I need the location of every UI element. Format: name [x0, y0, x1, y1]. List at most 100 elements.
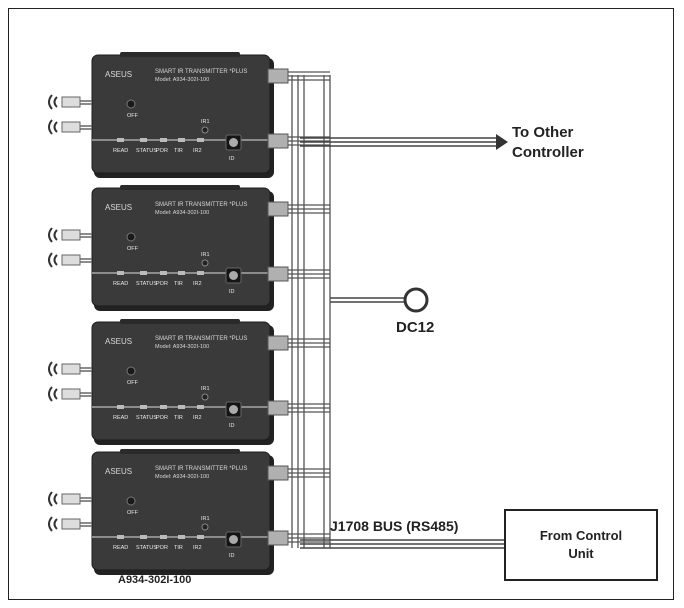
led-indicator	[197, 535, 204, 539]
led-indicator	[117, 271, 124, 275]
dc12-label: DC12	[396, 319, 434, 336]
to-other-controller-arrow	[300, 134, 508, 150]
led-label: READ	[113, 281, 128, 287]
device-brand: ASEUS	[105, 203, 132, 212]
led-indicator	[140, 271, 147, 275]
led-label: IR2	[193, 545, 202, 551]
device-product: SMART IR TRANSMITTER *PLUS	[155, 466, 247, 472]
off-button	[126, 232, 136, 242]
device-model: Model: A934-302I-100	[155, 210, 209, 216]
device-model: Model: A934-302I-100	[155, 344, 209, 350]
id-dial	[229, 535, 238, 544]
led-label: STATUS	[136, 545, 157, 551]
device-stack: ASEUS SMART IR TRANSMITTER *PLUS Model: A9…	[48, 52, 330, 575]
led-indicator	[140, 535, 147, 539]
bus-connector	[267, 133, 289, 149]
led-label: IR2	[193, 281, 202, 287]
device-brand: ASEUS	[105, 467, 132, 476]
led-label: POR	[156, 148, 168, 154]
led-label: READ	[113, 415, 128, 421]
led-indicator	[178, 405, 185, 409]
off-button	[126, 366, 136, 376]
bus-connector	[267, 201, 289, 217]
led-indicator	[197, 405, 204, 409]
device-model: Model: A934-302I-100	[155, 474, 209, 480]
ir1-led	[201, 393, 209, 401]
led-label: READ	[113, 545, 128, 551]
device-product: SMART IR TRANSMITTER *PLUS	[155, 202, 247, 208]
ir-emitter-icon	[48, 252, 92, 268]
off-label: OFF	[127, 246, 139, 252]
device-top-ridge	[120, 185, 240, 190]
off-label: OFF	[127, 113, 139, 119]
led-label: TIR	[174, 415, 183, 421]
bus-connector	[267, 266, 289, 282]
device-top-ridge	[120, 449, 240, 454]
led-label: TIR	[174, 281, 183, 287]
led-indicator	[197, 271, 204, 275]
led-indicator	[117, 405, 124, 409]
transmitter-device: ASEUS SMART IR TRANSMITTER *PLUS Model: A9…	[48, 185, 330, 311]
led-label: STATUS	[136, 415, 157, 421]
to-other-label-line1: To Other	[512, 124, 574, 141]
led-indicator	[178, 138, 185, 142]
led-indicator	[140, 138, 147, 142]
led-label: STATUS	[136, 148, 157, 154]
device-top-ridge	[120, 319, 240, 324]
control-unit-box	[504, 509, 658, 581]
bus-connector	[267, 335, 289, 351]
off-button	[126, 99, 136, 109]
led-label: TIR	[174, 148, 183, 154]
id-label: ID	[229, 156, 235, 162]
led-label: IR2	[193, 415, 202, 421]
id-label: ID	[229, 553, 235, 559]
bus-label: J1708 BUS (RS485)	[330, 518, 458, 534]
off-label: OFF	[127, 380, 139, 386]
led-indicator	[160, 271, 167, 275]
led-label: STATUS	[136, 281, 157, 287]
ir-emitter-icon	[48, 94, 92, 110]
ir1-label: IR1	[201, 119, 210, 125]
led-label: POR	[156, 281, 168, 287]
ir1-label: IR1	[201, 386, 210, 392]
led-indicator	[197, 138, 204, 142]
transmitter-device: ASEUS SMART IR TRANSMITTER *PLUS Model: A9…	[48, 449, 330, 575]
off-button	[126, 496, 136, 506]
ir1-led	[201, 523, 209, 531]
led-indicator	[160, 405, 167, 409]
led-label: READ	[113, 148, 128, 154]
off-label: OFF	[127, 510, 139, 516]
led-indicator	[117, 138, 124, 142]
bus-connector	[267, 465, 289, 481]
id-dial	[229, 271, 238, 280]
ir1-label: IR1	[201, 516, 210, 522]
control-unit-label-line2: Unit	[568, 546, 594, 561]
model-caption: A934-302I-100	[118, 574, 191, 586]
dc12-connector	[330, 287, 429, 313]
id-dial	[229, 138, 238, 147]
device-product: SMART IR TRANSMITTER *PLUS	[155, 69, 247, 75]
device-brand: ASEUS	[105, 70, 132, 79]
id-label: ID	[229, 423, 235, 429]
led-indicator	[178, 535, 185, 539]
ir1-led	[201, 126, 209, 134]
id-label: ID	[229, 289, 235, 295]
device-product: SMART IR TRANSMITTER *PLUS	[155, 336, 247, 342]
led-indicator	[178, 271, 185, 275]
bus-connector	[267, 68, 289, 84]
ir1-label: IR1	[201, 252, 210, 258]
led-label: TIR	[174, 545, 183, 551]
ir-emitter-icon	[48, 361, 92, 377]
ir-emitter-icon	[48, 516, 92, 532]
led-indicator	[117, 535, 124, 539]
led-label: POR	[156, 545, 168, 551]
led-label: IR2	[193, 148, 202, 154]
ir-emitter-icon	[48, 227, 92, 243]
id-dial	[229, 405, 238, 414]
led-indicator	[160, 535, 167, 539]
bus-connector	[267, 530, 289, 546]
control-bus-line	[300, 539, 505, 549]
